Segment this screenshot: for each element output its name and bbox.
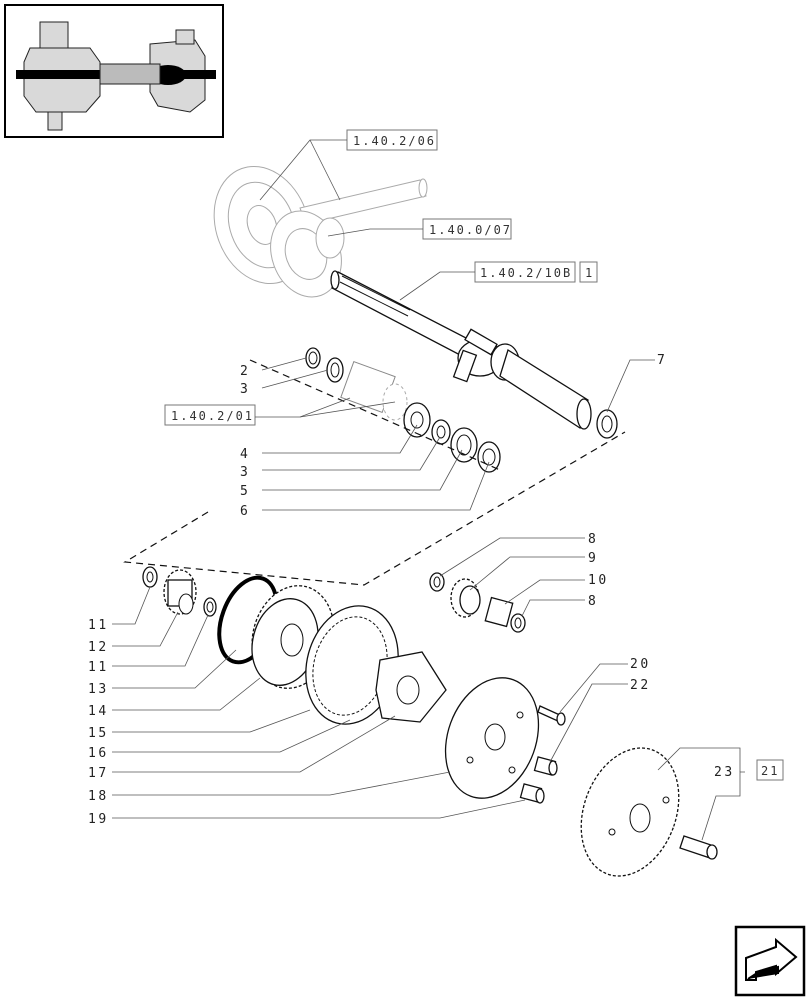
callout-20: 20: [630, 657, 651, 672]
shaft-axis: [249, 359, 501, 471]
callout-6: 6: [240, 504, 250, 519]
pin-21: [679, 835, 718, 860]
snap-ring-3-upper: [326, 357, 344, 383]
callout-22: 22: [630, 678, 651, 693]
callout-16: 16: [88, 746, 109, 761]
snap-ring-3-lower: [431, 419, 451, 445]
reference-quantity: 21: [761, 764, 779, 778]
callout-12: 12: [88, 640, 109, 655]
callout-4: 4: [240, 447, 250, 462]
assembly-boundary: [123, 431, 626, 586]
reference-label: 1.40.2/06: [353, 134, 436, 148]
reference-label: 1.40.0/07: [429, 223, 512, 237]
bearing-4: [403, 402, 431, 438]
bearing-reference: [340, 360, 408, 421]
callout-11: 11: [88, 660, 109, 675]
callout-11: 11: [88, 618, 109, 633]
universal-joint: [452, 328, 592, 430]
axle-assembly-thumbnail[interactable]: [4, 4, 224, 138]
callout-5: 5: [240, 484, 250, 499]
callout-8: 8: [588, 594, 598, 609]
callout-2: 2: [240, 364, 250, 379]
bushing-19: [519, 783, 545, 804]
reference-box-1-40-2-10b[interactable]: 1.40.2/10B 1: [474, 261, 598, 283]
callout-9: 9: [588, 551, 598, 566]
reference-box-1-40-0-07[interactable]: 1.40.0/07: [422, 218, 512, 240]
reference-label: 1.40.2/01: [171, 409, 254, 423]
callout-14: 14: [88, 704, 109, 719]
callout-13: 13: [88, 682, 109, 697]
plate-16: [375, 651, 447, 723]
reference-label: 1.40.2/10B: [480, 266, 572, 280]
callout-10: 10: [588, 573, 609, 588]
callout-19: 19: [88, 812, 109, 827]
bushing-22: [533, 756, 558, 776]
callout-numbers: 2 3 4 3 5 6 7 8 9 10 8 11 12 11 13 14 15…: [88, 353, 735, 827]
spacer-6: [477, 441, 501, 473]
flange-plate-23: [580, 747, 680, 877]
callout-18: 18: [88, 789, 109, 804]
snap-ring-11-right: [203, 597, 217, 617]
reference-box-1-40-2-06[interactable]: 1.40.2/06: [346, 129, 438, 151]
callout-23: 23: [714, 765, 735, 780]
small-gear-9: [450, 578, 481, 618]
bolt-20: [537, 705, 566, 726]
pinion-shaft-reference: [299, 178, 428, 225]
planet-gear-12: [163, 569, 197, 615]
leader-lines: [112, 139, 745, 841]
reference-box-21: 21: [756, 759, 784, 781]
snap-ring-2: [305, 347, 321, 369]
next-page-arrow-icon[interactable]: [734, 925, 806, 997]
ring-8-upper: [429, 572, 445, 592]
differential-reference: [270, 210, 345, 298]
disc-18: [444, 677, 540, 799]
ring-7: [596, 409, 618, 439]
callout-3: 3: [240, 382, 250, 397]
ring-8-lower: [510, 613, 526, 633]
callout-15: 15: [88, 726, 109, 741]
callout-7: 7: [657, 353, 667, 368]
reference-quantity: 1: [585, 266, 594, 280]
callout-17: 17: [88, 766, 109, 781]
reference-box-1-40-2-01[interactable]: 1.40.2/01: [164, 404, 256, 426]
ring-gear-15: [305, 605, 399, 725]
needle-bearing-10: [484, 596, 514, 628]
callout-8: 8: [588, 532, 598, 547]
seal-5: [450, 427, 478, 463]
snap-ring-11-left: [142, 566, 158, 588]
callout-3: 3: [240, 465, 250, 480]
half-shaft: [330, 270, 471, 357]
